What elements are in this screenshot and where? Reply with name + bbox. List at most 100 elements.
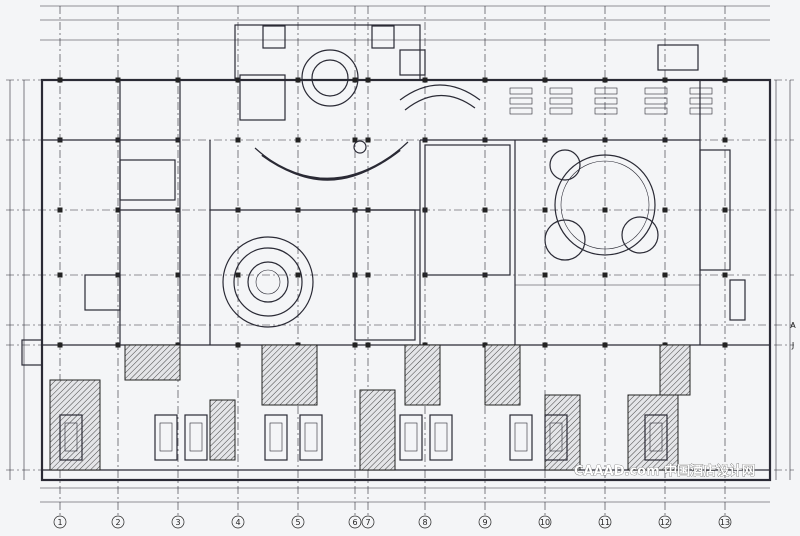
desk — [509, 87, 533, 95]
column — [235, 272, 241, 278]
parking-bay — [399, 414, 423, 461]
column — [295, 137, 301, 143]
column — [602, 207, 608, 213]
axis-bubble — [361, 515, 375, 529]
desk — [594, 107, 618, 115]
top-dimension-lines — [40, 5, 770, 41]
axis-bubble — [658, 515, 672, 529]
vertical-grid-axes — [59, 6, 726, 515]
column — [602, 342, 608, 348]
column — [295, 77, 301, 83]
axis-label-2: 2 — [115, 518, 120, 527]
axis-bubble — [111, 515, 125, 529]
column — [175, 77, 181, 83]
round-lounge — [222, 236, 314, 328]
column — [722, 342, 728, 348]
office-desk-row — [509, 87, 713, 115]
column — [57, 272, 63, 278]
spiral-stair — [399, 84, 481, 111]
vehicle-outline — [649, 422, 663, 452]
column — [722, 137, 728, 143]
column — [542, 207, 548, 213]
column — [722, 77, 728, 83]
vehicle-outline — [269, 422, 283, 452]
vehicle-outline — [304, 422, 318, 452]
column — [175, 272, 181, 278]
column — [365, 272, 371, 278]
column — [115, 342, 121, 348]
axis-label-1: 1 — [57, 518, 62, 527]
structural-columns — [57, 77, 728, 348]
axis-bubble — [53, 515, 67, 529]
axis-label-7: 7 — [365, 518, 370, 527]
column — [602, 272, 608, 278]
column — [352, 77, 358, 83]
desk — [644, 107, 668, 115]
desk — [594, 97, 618, 105]
column — [115, 207, 121, 213]
column — [662, 272, 668, 278]
column — [235, 77, 241, 83]
desk — [549, 87, 573, 95]
column — [662, 77, 668, 83]
axis-bubble — [291, 515, 305, 529]
axis-label-12: 12 — [660, 518, 670, 527]
desk — [549, 107, 573, 115]
axis-label-11: 11 — [600, 518, 610, 527]
column — [542, 272, 548, 278]
grid-row-labels: AJ — [790, 321, 796, 350]
desk — [509, 97, 533, 105]
column — [352, 342, 358, 348]
interior-partitions — [42, 74, 731, 345]
banquet-round-tables — [544, 149, 659, 261]
axis-bubble — [478, 515, 492, 529]
axis-bubble — [418, 515, 432, 529]
vehicle-outline — [189, 422, 203, 452]
desk — [644, 97, 668, 105]
column — [235, 137, 241, 143]
hatched-service-zones — [49, 344, 691, 471]
lobby-reception-curve — [254, 140, 409, 181]
desk — [549, 97, 573, 105]
entrance-canopy — [234, 24, 699, 107]
row-label-A: A — [790, 321, 796, 330]
column — [57, 77, 63, 83]
column — [542, 342, 548, 348]
axis-bubble — [231, 515, 245, 529]
desk — [689, 107, 713, 115]
column — [365, 77, 371, 83]
parking-bay — [154, 414, 178, 461]
axis-bubble — [598, 515, 612, 529]
column — [542, 77, 548, 83]
axis-bubble — [538, 515, 552, 529]
parking-bay — [184, 414, 208, 461]
desk — [689, 87, 713, 95]
watermark-text: CAAAD.com 中国酒店设计网 — [574, 463, 755, 479]
column — [365, 137, 371, 143]
column — [422, 77, 428, 83]
column — [722, 207, 728, 213]
vehicle-outline — [159, 422, 173, 452]
desk — [644, 87, 668, 95]
column — [235, 342, 241, 348]
axis-label-5: 5 — [295, 518, 300, 527]
parking-bay — [264, 414, 288, 461]
axis-bubble — [171, 515, 185, 529]
row-label-J: J — [791, 341, 794, 350]
column — [662, 207, 668, 213]
vehicle-outline — [434, 422, 448, 452]
axis-label-9: 9 — [482, 518, 487, 527]
bottom-dimension-lines — [40, 487, 770, 503]
parking-bay — [509, 414, 533, 461]
desk — [509, 107, 533, 115]
vehicle-outline — [64, 422, 78, 452]
column — [722, 272, 728, 278]
desk — [689, 97, 713, 105]
column — [482, 77, 488, 83]
parking-bay — [544, 414, 568, 461]
column — [352, 137, 358, 143]
axis-label-10: 10 — [540, 518, 550, 527]
column — [602, 77, 608, 83]
column — [115, 77, 121, 83]
